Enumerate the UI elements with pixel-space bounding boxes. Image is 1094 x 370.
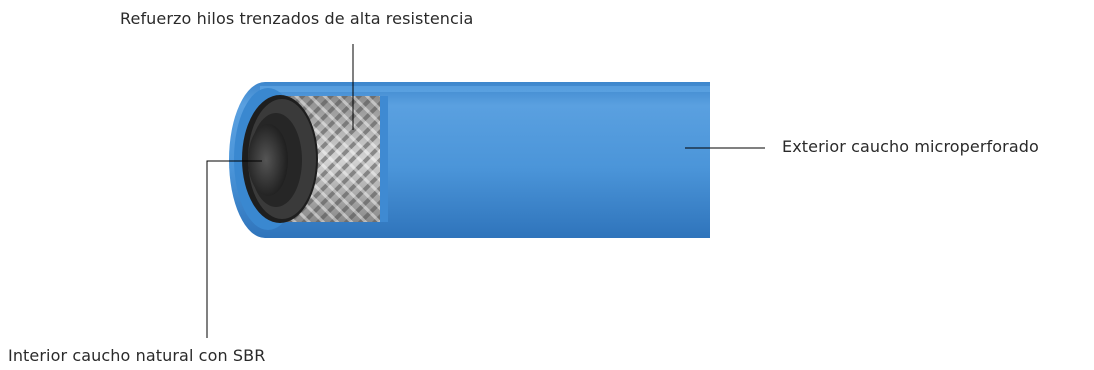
label-interior: Interior caucho natural con SBR	[8, 346, 266, 365]
leader-line-interior	[206, 160, 262, 338]
inner-rubber-tube	[242, 95, 318, 223]
leader-lines	[206, 44, 765, 338]
label-exterior: Exterior caucho microperforado	[782, 137, 1039, 156]
label-reinforcement: Refuerzo hilos trenzados de alta resiste…	[120, 9, 474, 28]
